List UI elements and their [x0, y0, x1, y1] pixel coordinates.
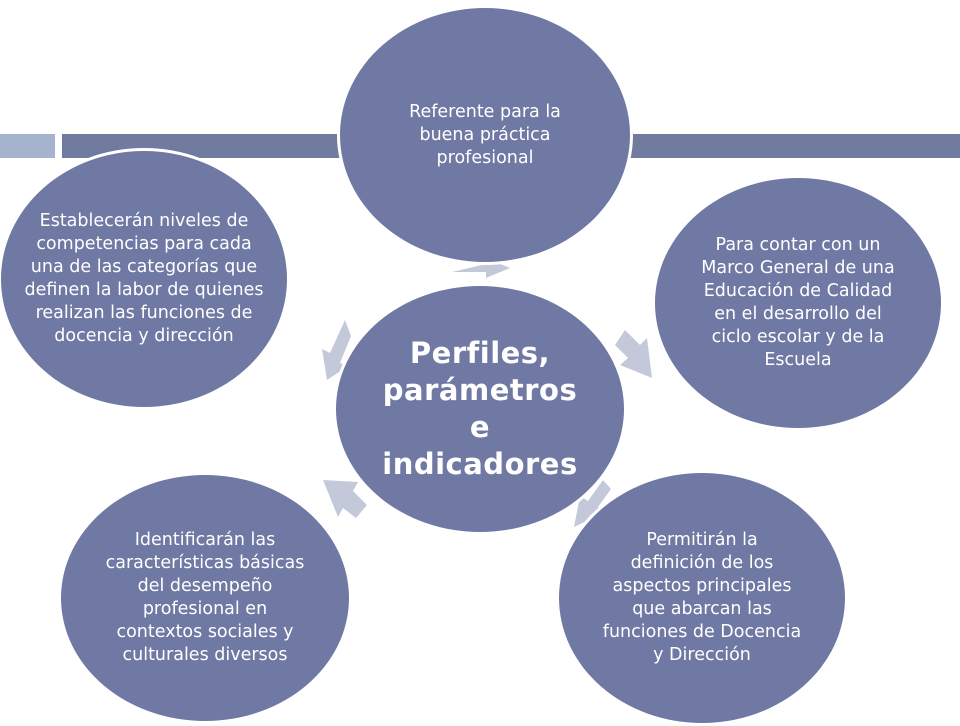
node-bottom-right-label: Permitirán la definición de los aspectos… — [602, 530, 802, 665]
arrow-to-bottom-left — [323, 480, 367, 518]
node-right: Para contar con un Marco General de una … — [652, 175, 944, 431]
node-left: Establecerán niveles de competencias par… — [0, 148, 290, 410]
arrow-to-bottom-right — [574, 480, 611, 527]
node-top-label: Referente para la buena práctica profesi… — [409, 101, 561, 168]
node-center-label: Perfiles, parámetros e indicadores — [382, 336, 578, 481]
arrow-to-right — [615, 330, 652, 378]
node-top: Referente para la buena práctica profesi… — [337, 5, 633, 265]
header-accent-bar-light — [0, 134, 55, 158]
node-bottom-left: Identificarán las características básica… — [58, 472, 352, 724]
node-bottom-left-label: Identificarán las características básica… — [105, 530, 305, 665]
node-bottom-right: Permitirán la definición de los aspectos… — [556, 470, 848, 726]
node-left-label: Establecerán niveles de competencias par… — [24, 211, 264, 346]
node-center: Perfiles, parámetros e indicadores — [333, 283, 627, 535]
node-right-label: Para contar con un Marco General de una … — [701, 235, 895, 370]
